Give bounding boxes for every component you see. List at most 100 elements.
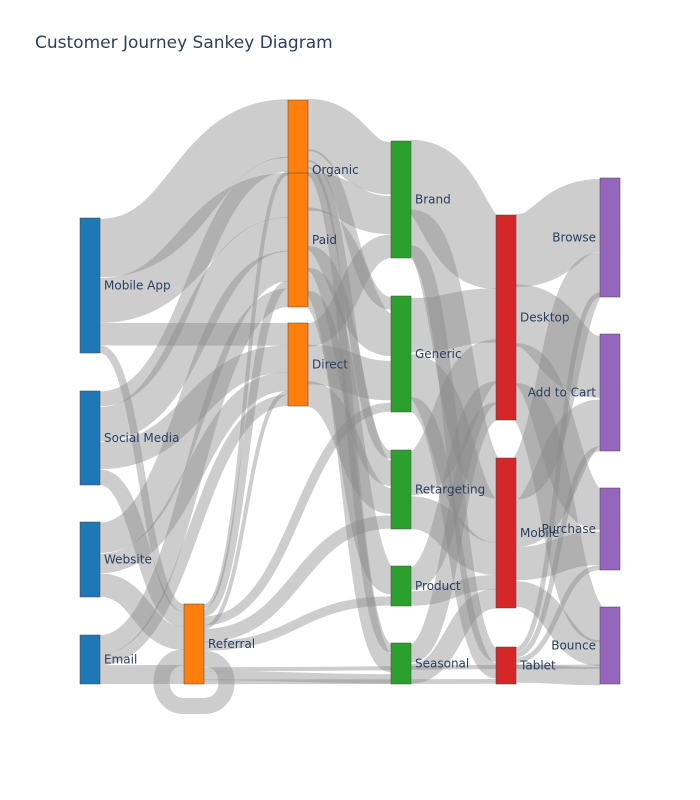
link-direct-to-generic[interactable]: [307, 344, 392, 401]
link-mobile_app-to-referral[interactable]: [98, 345, 186, 612]
link-organic-to-brand[interactable]: [305, 98, 394, 195]
node-direct[interactable]: Direct: [287, 322, 348, 407]
node-bar-referral[interactable]: [183, 603, 205, 685]
node-bar-desktop[interactable]: [495, 214, 517, 421]
link-tablet-to-purchase[interactable]: [515, 565, 601, 663]
link-mobile-to-browse[interactable]: [509, 252, 607, 500]
link-referral-to-generic[interactable]: [203, 402, 392, 626]
link-paid-to-brand[interactable]: [307, 172, 392, 235]
link-email-to-paid[interactable]: [98, 288, 290, 654]
node-bar-mobile_app[interactable]: [79, 217, 101, 354]
node-bar-product[interactable]: [390, 565, 412, 607]
link-brand-to-tablet[interactable]: [408, 245, 499, 662]
link-desktop-to-add_to_cart[interactable]: [512, 284, 604, 398]
node-label-mobile_app: Mobile App: [104, 279, 171, 293]
link-direct-to-retargeting[interactable]: [305, 381, 394, 515]
link-email-to-direct[interactable]: [99, 394, 289, 666]
link-organic-to-retargeting[interactable]: [306, 160, 393, 459]
link-direct-to-brand[interactable]: [306, 234, 393, 347]
node-email[interactable]: Email: [79, 634, 137, 685]
node-mobile[interactable]: Mobile: [495, 457, 559, 609]
link-paid-to-retargeting[interactable]: [304, 246, 395, 486]
link-mobile-to-bounce[interactable]: [514, 581, 602, 667]
link-seasonal-to-mobile[interactable]: [409, 588, 498, 684]
link-generic-to-tablet[interactable]: [408, 397, 499, 679]
node-tablet[interactable]: Tablet: [495, 646, 556, 685]
link-website-to-referral[interactable]: [98, 573, 186, 650]
link-mobile_app-to-paid[interactable]: [98, 172, 290, 323]
node-purchase[interactable]: Purchase: [542, 487, 621, 571]
link-generic-to-mobile[interactable]: [406, 354, 501, 543]
link-website-to-direct[interactable]: [99, 371, 289, 574]
node-mobile_app[interactable]: Mobile App: [79, 217, 171, 354]
link-paid-to-generic[interactable]: [304, 207, 395, 357]
node-bar-tablet[interactable]: [495, 646, 517, 685]
link-generic-to-desktop[interactable]: [410, 288, 497, 353]
node-bar-seasonal[interactable]: [390, 642, 412, 685]
node-bar-add_to_cart[interactable]: [599, 333, 621, 452]
node-label-product: Product: [415, 579, 461, 593]
node-bar-purchase[interactable]: [599, 487, 621, 571]
node-bar-organic[interactable]: [287, 99, 309, 176]
node-bounce[interactable]: Bounce: [551, 606, 621, 685]
node-organic[interactable]: Organic: [287, 99, 359, 177]
link-referral-to-product[interactable]: [203, 596, 392, 651]
link-organic-to-seasonal[interactable]: [306, 167, 393, 653]
node-add_to_cart[interactable]: Add to Cart: [528, 333, 621, 452]
node-bar-paid[interactable]: [287, 172, 309, 308]
node-product[interactable]: Product: [390, 565, 461, 607]
link-brand-to-mobile[interactable]: [403, 209, 504, 499]
node-bar-social_media[interactable]: [79, 390, 101, 486]
node-retargeting[interactable]: Retargeting: [390, 449, 485, 530]
node-bar-browse[interactable]: [599, 177, 621, 298]
node-paid[interactable]: Paid: [287, 172, 337, 308]
node-brand[interactable]: Brand: [390, 140, 451, 259]
node-website[interactable]: Website: [79, 521, 152, 598]
link-mobile-to-add_to_cart[interactable]: [512, 399, 604, 548]
link-referral-to-paid[interactable]: [202, 280, 290, 617]
node-bar-brand[interactable]: [390, 140, 412, 259]
node-seasonal[interactable]: Seasonal: [390, 642, 469, 685]
link-referral-to-organic[interactable]: [203, 171, 289, 609]
link-referral-to-direct[interactable]: [203, 390, 289, 630]
node-bar-website[interactable]: [79, 521, 101, 598]
link-desktop-to-purchase[interactable]: [511, 343, 605, 530]
link-paid-to-product[interactable]: [303, 267, 396, 595]
link-seasonal-to-desktop[interactable]: [408, 402, 499, 663]
link-tablet-to-add_to_cart[interactable]: [515, 446, 601, 658]
link-paid-to-seasonal[interactable]: [304, 290, 395, 673]
node-bar-mobile[interactable]: [495, 457, 517, 609]
link-social_media-to-organic[interactable]: [99, 156, 289, 407]
link-organic-to-generic[interactable]: [306, 149, 393, 310]
link-mobile_app-to-organic[interactable]: [98, 99, 290, 278]
node-desktop[interactable]: Desktop: [495, 214, 570, 421]
node-social_media[interactable]: Social Media: [79, 390, 179, 486]
link-product-to-mobile[interactable]: [410, 574, 497, 606]
node-referral[interactable]: Referral: [183, 603, 255, 685]
link-retargeting-to-desktop[interactable]: [407, 339, 500, 496]
node-browse[interactable]: Browse: [552, 177, 621, 298]
link-social_media-to-paid[interactable]: [98, 217, 290, 442]
link-mobile-to-purchase[interactable]: [515, 531, 601, 581]
link-social_media-to-direct[interactable]: [99, 345, 289, 470]
node-bar-email[interactable]: [79, 634, 101, 685]
link-referral-to-seasonal[interactable]: [203, 670, 392, 684]
node-bar-bounce[interactable]: [599, 606, 621, 685]
link-social_media-to-referral[interactable]: [98, 469, 186, 627]
link-referral-to-tablet[interactable]: [203, 678, 497, 685]
node-bar-direct[interactable]: [287, 322, 309, 407]
link-referral-to-retargeting[interactable]: [203, 515, 392, 643]
link-desktop-to-bounce[interactable]: [510, 383, 606, 643]
link-referral-to-referral[interactable]: [153, 649, 235, 715]
link-retargeting-to-mobile[interactable]: [409, 496, 498, 576]
node-bar-retargeting[interactable]: [390, 449, 412, 530]
link-tablet-to-bounce[interactable]: [515, 664, 601, 686]
link-website-to-paid[interactable]: [98, 250, 290, 554]
node-label-referral: Referral: [208, 637, 255, 651]
link-desktop-to-browse[interactable]: [513, 178, 603, 288]
node-bar-generic[interactable]: [390, 295, 412, 413]
link-brand-to-desktop[interactable]: [404, 139, 503, 290]
node-generic[interactable]: Generic: [390, 295, 462, 413]
link-product-to-desktop[interactable]: [408, 381, 499, 590]
link-tablet-to-browse[interactable]: [515, 292, 601, 653]
